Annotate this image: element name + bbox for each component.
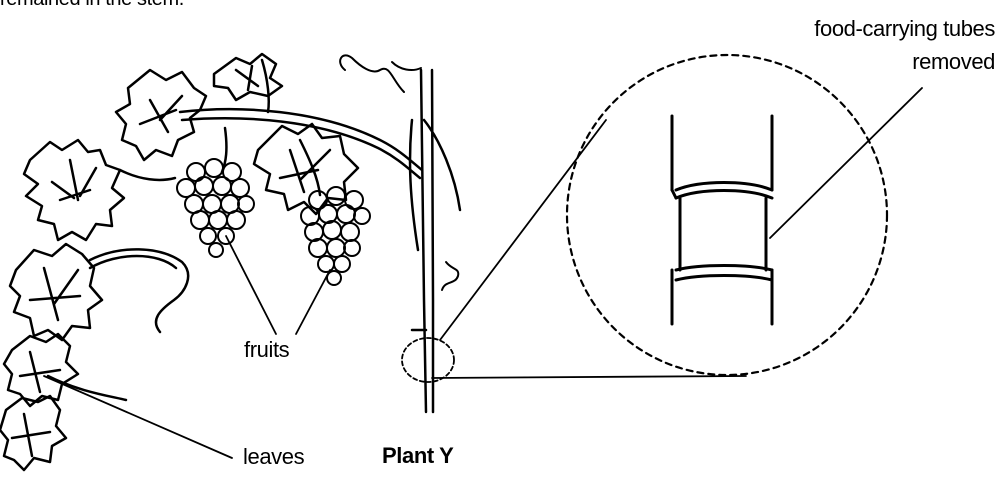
leaf — [116, 70, 206, 160]
magnified-stem — [672, 116, 772, 324]
leaf — [214, 54, 282, 100]
plant-name-label: Plant Y — [382, 443, 453, 469]
magnified-view-circle — [567, 55, 887, 375]
fruits-label: fruits — [244, 337, 289, 363]
food-tubes-label-line1: food-carrying tubes — [814, 16, 995, 42]
grape-bunch — [177, 159, 254, 257]
leaf — [4, 334, 78, 406]
stem — [410, 70, 460, 412]
grape-bunch — [301, 187, 370, 285]
food-tubes-pointer — [770, 88, 922, 238]
food-tubes-label-line2: removed — [912, 49, 995, 75]
leaf — [254, 124, 358, 214]
vine-branch — [48, 60, 422, 400]
fruits-pointer — [226, 236, 276, 334]
leaf — [24, 140, 124, 240]
magnifier-connectors — [432, 120, 746, 378]
leaves-label: leaves — [243, 444, 304, 470]
leaf — [0, 396, 66, 470]
top-caption: remained in the stem. — [0, 0, 184, 11]
ring-marker-circle — [402, 338, 454, 382]
fruits-pointer — [296, 270, 330, 334]
leaf — [10, 244, 102, 340]
leaves-pointer — [44, 376, 232, 458]
